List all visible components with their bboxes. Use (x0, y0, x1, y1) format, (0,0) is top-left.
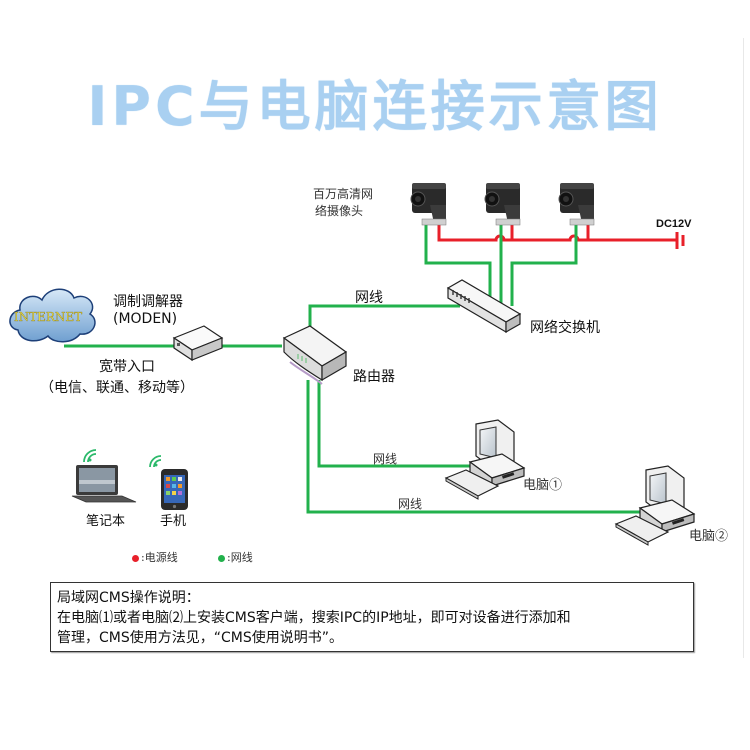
page-title: IPC与电脑连接示意图 (87, 75, 663, 138)
switch-icon (446, 279, 522, 334)
broadband-label: 宽带入口 (99, 359, 155, 375)
phone-label: 手机 (160, 514, 187, 529)
network-line (306, 380, 645, 514)
ip-camera-icon (410, 183, 447, 226)
modem-label-english: (MODEN) (113, 311, 178, 327)
switch-label: 网络交换机 (530, 320, 600, 336)
internet-label: INTERNET (14, 310, 82, 324)
cms-instruction-line2: 管理，CMS使用方法见，“CMS使用说明书”。 (57, 630, 343, 646)
legend-power-label: :电源线 (141, 551, 178, 564)
network-line (317, 380, 470, 468)
modem-icon (172, 325, 224, 362)
network-line (510, 225, 578, 306)
cms-heading: 局域网CMS操作说明： (57, 590, 200, 606)
power-lines (437, 222, 676, 242)
broadband-isp-label: （电信、联通、移动等） (40, 380, 194, 396)
network-legend-dot (218, 554, 225, 562)
ip-camera-icon (484, 183, 521, 226)
desktop-computer-icon (444, 419, 526, 500)
ip-camera-icon (558, 183, 595, 226)
link-label-router-switch: 网线 (355, 290, 383, 306)
modem-label: 调制调解器 (113, 294, 183, 310)
router-label: 路由器 (353, 369, 395, 385)
camera-label-line2: 络摄像头 (315, 204, 364, 218)
camera-label-line1: 百万高清网 (313, 187, 374, 201)
smartphone-icon (161, 469, 188, 510)
wifi-icon (83, 449, 97, 463)
legend-power: :电源线 (132, 549, 178, 565)
legend-network-label: :网线 (227, 551, 253, 564)
cloud-icon: INTERNET (9, 288, 96, 343)
cms-instructions-box: 局域网CMS操作说明： 在电脑⑴或者电脑⑵上安装CMS客户端，搜索IPC的IP地… (50, 582, 694, 652)
router-icon (282, 325, 348, 385)
computer-1-label: 电脑① (523, 478, 563, 493)
computer-2-label: 电脑② (689, 529, 729, 544)
dc12v-label: DC12V (656, 218, 692, 230)
desktop-computer-icon (614, 465, 696, 546)
link-label-router-pc1: 网线 (373, 452, 398, 466)
laptop-label: 笔记本 (86, 514, 126, 529)
power-legend-dot (132, 554, 139, 562)
divider (743, 38, 744, 658)
cms-instruction-line1: 在电脑⑴或者电脑⑵上安装CMS客户端，搜索IPC的IP地址，即可对设备进行添加和 (57, 610, 571, 626)
laptop-icon (71, 465, 137, 503)
network-lines (64, 225, 645, 514)
camera-label: 百万高清网 络摄像头 (313, 186, 373, 220)
link-label-router-pc2: 网线 (398, 497, 423, 511)
legend-network: :网线 (218, 549, 253, 565)
dc-battery-icon (675, 232, 685, 249)
wifi-icon (149, 455, 162, 468)
network-line (424, 225, 492, 300)
network-line (308, 304, 460, 330)
